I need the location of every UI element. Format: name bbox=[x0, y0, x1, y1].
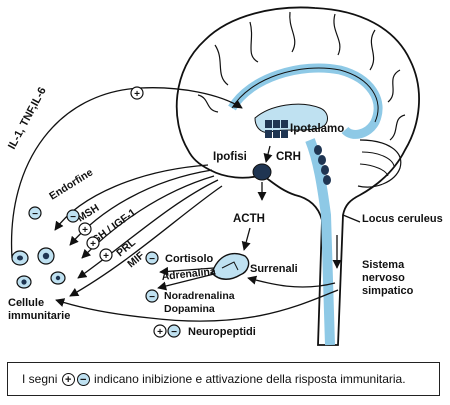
label-sistema-2: nervoso bbox=[362, 272, 405, 284]
plus-sign-icon: + bbox=[86, 236, 100, 250]
svg-text:−: − bbox=[149, 254, 155, 265]
label-neuropeptidi: Neuropeptidi bbox=[188, 326, 256, 338]
locus-ceruleus-nuclei bbox=[314, 145, 331, 185]
label-sistema-1: Sistema bbox=[362, 259, 405, 271]
caption: I segni +− indicano inibizione e attivaz… bbox=[22, 372, 406, 387]
label-ipofisi: Ipofisi bbox=[213, 151, 247, 163]
plus-sign-icon: + bbox=[153, 324, 167, 338]
label-ipotalamo: Ipotalamo bbox=[290, 123, 344, 135]
minus-sign-icon: − bbox=[145, 251, 159, 265]
label-crh: CRH bbox=[276, 151, 301, 163]
plus-sign-icon: + bbox=[78, 222, 92, 236]
svg-text:−: − bbox=[171, 327, 177, 338]
label-cellule-2: immunitarie bbox=[8, 310, 70, 322]
pituitary-gland bbox=[252, 163, 272, 181]
minus-sign-icon: − bbox=[66, 209, 80, 223]
svg-text:+: + bbox=[90, 239, 96, 250]
label-noradrenalina: Noradrenalina bbox=[164, 290, 235, 302]
minus-sign-icon: − bbox=[28, 206, 42, 220]
svg-text:−: − bbox=[70, 212, 76, 223]
caption-box: I segni +− indicano inibizione e attivaz… bbox=[7, 362, 440, 396]
caption-suffix: indicano inibizione e attivazione della … bbox=[94, 372, 406, 386]
minus-sign-icon: − bbox=[167, 324, 181, 338]
label-dopamina: Dopamina bbox=[164, 303, 215, 315]
label-cellule-1: Cellule bbox=[8, 297, 44, 309]
sign-badges: + − − + + + − − + − bbox=[28, 86, 181, 338]
label-endorfine: Endorfine bbox=[47, 166, 95, 202]
brain-illustration bbox=[175, 6, 420, 346]
svg-text:+: + bbox=[103, 251, 109, 262]
plus-sign-icon: + bbox=[130, 86, 144, 100]
label-locus: Locus ceruleus bbox=[362, 213, 443, 225]
minus-sign-icon: − bbox=[145, 289, 159, 303]
svg-text:+: + bbox=[82, 225, 88, 236]
adrenal-gland bbox=[211, 252, 250, 280]
label-adrenalina: Adrenalina bbox=[161, 265, 216, 283]
arrows bbox=[10, 87, 361, 322]
label-cytokines: IL-1, TNF,IL-6 bbox=[6, 85, 49, 151]
label-acth: ACTH bbox=[233, 213, 265, 225]
svg-text:+: + bbox=[134, 89, 140, 100]
caption-prefix: I segni bbox=[22, 372, 58, 386]
label-cortisolo: Cortisolo bbox=[165, 253, 214, 265]
label-surrenali: Surrenali bbox=[250, 263, 298, 275]
minus-sign-icon: − bbox=[76, 373, 90, 387]
svg-text:−: − bbox=[32, 209, 38, 220]
immune-cells bbox=[11, 247, 66, 289]
label-sistema-3: simpatico bbox=[362, 285, 414, 297]
plus-sign-icon: + bbox=[99, 248, 113, 262]
hypothalamus-nuclei bbox=[265, 120, 288, 138]
label-msh: MSH bbox=[75, 202, 101, 225]
svg-text:−: − bbox=[149, 292, 155, 303]
plus-sign-icon: + bbox=[61, 373, 75, 387]
svg-text:+: + bbox=[157, 327, 163, 338]
